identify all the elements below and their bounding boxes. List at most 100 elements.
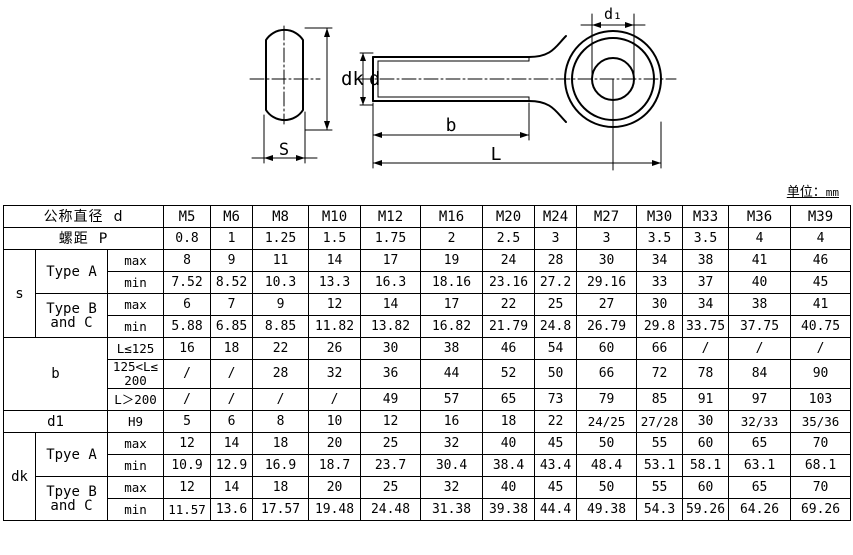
cell-s-typebc-min-m10: 11.82: [308, 315, 362, 338]
cell-s-typebc-max-m20: 22: [482, 293, 536, 316]
cell-pitch-m30: 3.5: [636, 227, 684, 250]
cell-s-typebc-min-m36: 37.75: [728, 315, 792, 338]
row-header-b-cond-2-line1: 125<L≤: [112, 359, 159, 374]
cell-d1-m8: 8: [252, 410, 310, 433]
cell-dk-tpyebc-min-m6: 13.6: [210, 498, 254, 521]
table-row-s-typea-max: s Type A max 8 9 11 14 17 19 24 28 30 34…: [3, 249, 852, 338]
cell-s-typea-max-m8: 11: [252, 249, 310, 272]
table-row-dk-tpyea-max: dk Tpye A max 12 14 18 20 25 32 40 45 50…: [3, 432, 852, 521]
cell-s-typea-max-m10: 14: [308, 249, 362, 272]
cell-s-typebc-min-m39: 40.75: [790, 315, 852, 338]
cell-s-typebc-max-m16: 17: [420, 293, 484, 316]
label-b: b: [446, 115, 457, 136]
cell-b-gt200-m6: /: [210, 388, 254, 411]
cell-dk-tpyebc-max-m5: 12: [163, 476, 212, 499]
cell-b-125-200-m36: 84: [728, 359, 792, 389]
cell-dk-tpyea-max-m33: 60: [682, 432, 730, 455]
cell-s-typea-max-m5: 8: [163, 249, 212, 272]
cell-b-le125-m36: /: [728, 337, 792, 360]
table-row-b-le125: b L≤125 16 18 22 26 30 38 46 54 60 66 / …: [3, 337, 852, 411]
cell-dk-tpyea-min-m12: 23.7: [360, 454, 422, 477]
row-header-tpye-b-and-c: Tpye B and C: [35, 476, 108, 521]
row-header-d1: d1: [3, 410, 108, 433]
dimension-dk: [304, 27, 333, 131]
cell-s-typea-min-m36: 40: [728, 271, 792, 294]
row-header-min: min: [106, 454, 165, 477]
table-row-dk-tpyebc-min: min 11.57 13.6 17.57 19.48 24.48 31.38 3…: [4, 498, 852, 521]
label-dk: dk: [341, 68, 364, 90]
col-header-m39: M39: [790, 205, 852, 228]
row-header-min: min: [106, 498, 165, 521]
cell-s-typebc-min-m12: 13.82: [360, 315, 422, 338]
cell-pitch-m20: 2.5: [482, 227, 536, 250]
cell-s-typebc-min-m24: 24.8: [534, 315, 578, 338]
row-header-min: min: [106, 271, 165, 294]
cell-s-typea-min-m30: 33: [636, 271, 684, 294]
row-header-max: max: [106, 249, 165, 272]
row-header-b-cond-3: L＞200: [106, 388, 165, 411]
cell-pitch-m39: 4: [790, 227, 852, 250]
cell-s-typebc-min-m30: 29.8: [636, 315, 684, 338]
cell-s-typebc-max-m12: 14: [360, 293, 422, 316]
cell-b-le125-m20: 46: [482, 337, 536, 360]
cell-s-typebc-max-m33: 34: [682, 293, 730, 316]
table-row-dk-tpyea-min: min 10.9 12.9 16.9 18.7 23.7 30.4 38.4 4…: [4, 454, 852, 477]
table-row-dk-tpyebc-max: Tpye B and C max 12 14 18 20 25 32 40 45…: [4, 476, 852, 521]
table-row-s-typebc-min: min 5.88 6.85 8.85 11.82 13.82 16.82 21.…: [4, 315, 852, 338]
cell-dk-tpyebc-max-m12: 25: [360, 476, 422, 499]
cell-pitch-m16: 2: [420, 227, 484, 250]
cell-dk-tpyebc-max-m33: 60: [682, 476, 730, 499]
cell-pitch-m12: 1.75: [360, 227, 422, 250]
table-row-s-typebc-max: Type B and C max 6 7 9 12 14 17 22 25 27…: [4, 293, 852, 338]
row-header-type-b: Type B: [46, 300, 97, 317]
col-header-m12: M12: [360, 205, 422, 228]
technical-drawing: dk d S b L d₁: [0, 0, 853, 185]
head-side-view: [265, 28, 304, 122]
cell-s-typea-min-m6: 8.52: [210, 271, 254, 294]
cell-dk-tpyebc-min-m16: 31.38: [420, 498, 484, 521]
table-row-b-gt200: L＞200 / / / / 49 57 65 73 79 85 91 97 10…: [4, 388, 852, 411]
cell-b-125-200-m20: 52: [482, 359, 536, 389]
cell-dk-tpyebc-max-m8: 18: [252, 476, 310, 499]
cell-b-gt200-m16: 57: [420, 388, 484, 411]
row-header-b: b: [3, 337, 108, 411]
cell-dk-tpyebc-min-m12: 24.48: [360, 498, 422, 521]
cell-s-typebc-min-m16: 16.82: [420, 315, 484, 338]
cell-dk-tpyebc-max-m36: 65: [728, 476, 792, 499]
dimension-b: [372, 102, 530, 141]
cell-d1-m5: 5: [163, 410, 212, 433]
shank-body: [372, 56, 530, 102]
cell-dk-tpyea-min-m20: 38.4: [482, 454, 536, 477]
cell-s-typebc-max-m5: 6: [163, 293, 212, 316]
cell-dk-tpyea-min-m36: 63.1: [728, 454, 792, 477]
cell-d1-m16: 16: [420, 410, 484, 433]
cell-b-le125-m8: 22: [252, 337, 310, 360]
cell-b-le125-m24: 54: [534, 337, 578, 360]
cell-dk-tpyebc-min-m8: 17.57: [252, 498, 310, 521]
cell-dk-tpyebc-min-m36: 64.26: [728, 498, 792, 521]
cell-b-le125-m27: 60: [576, 337, 638, 360]
dimension-d1: [580, 13, 646, 171]
col-header-m30: M30: [636, 205, 684, 228]
row-header-b-cond-2-line2: 200: [124, 373, 147, 388]
cell-s-typea-min-m10: 13.3: [308, 271, 362, 294]
cell-pitch-m33: 3.5: [682, 227, 730, 250]
row-header-min: min: [106, 315, 165, 338]
cell-dk-tpyea-max-m8: 18: [252, 432, 310, 455]
row-header-type-b-and-c: Type B and C: [35, 293, 108, 338]
eye-neck: [528, 35, 567, 123]
label-d: d: [369, 68, 380, 90]
cell-s-typebc-min-m27: 26.79: [576, 315, 638, 338]
cell-b-gt200-m27: 79: [576, 388, 638, 411]
cell-b-125-200-m24: 50: [534, 359, 578, 389]
row-header-b-cond-2: 125<L≤ 200: [106, 359, 165, 389]
table-row-s-typea-min: min 7.52 8.52 10.3 13.3 16.3 18.16 23.16…: [4, 271, 852, 294]
cell-dk-tpyea-max-m5: 12: [163, 432, 212, 455]
cell-s-typebc-min-m6: 6.85: [210, 315, 254, 338]
row-header-s: s: [3, 249, 36, 338]
unit-label: 单位：: [786, 185, 826, 200]
cell-dk-tpyebc-min-m20: 39.38: [482, 498, 536, 521]
cell-s-typebc-max-m30: 30: [636, 293, 684, 316]
cell-s-typebc-max-m8: 9: [252, 293, 310, 316]
